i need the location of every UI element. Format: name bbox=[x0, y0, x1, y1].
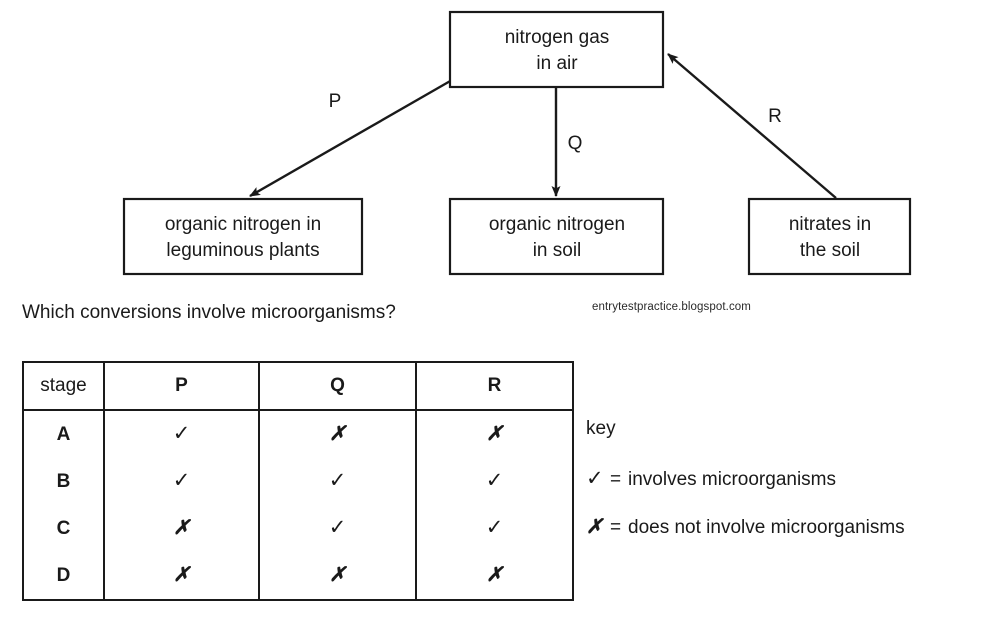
table-row[interactable]: D ✗ ✗ ✗ bbox=[22, 552, 574, 601]
box-organic-soil-line1: organic nitrogen bbox=[489, 214, 625, 235]
watermark-text: entrytestpractice.blogspot.com bbox=[592, 301, 751, 313]
arrow-p-line bbox=[249, 78, 453, 198]
row-c-r: ✓ bbox=[415, 505, 574, 552]
row-c-p: ✗ bbox=[103, 505, 260, 552]
answer-options-table: stage P Q R A ✓ ✗ ✗ B ✓ ✓ ✓ C ✗ ✓ bbox=[22, 361, 574, 601]
mark-cross: ✗ bbox=[329, 422, 346, 445]
box-nitrates-line2: the soil bbox=[800, 240, 860, 261]
table-row[interactable]: B ✓ ✓ ✓ bbox=[22, 458, 574, 505]
arrow-p-label: P bbox=[329, 91, 342, 112]
mark-cross: ✗ bbox=[486, 422, 503, 445]
box-nitrates-soil: nitrates in the soil bbox=[747, 197, 912, 276]
key-entry-cross: ✗ = does not involve microorganisms bbox=[586, 514, 905, 539]
row-d-r: ✗ bbox=[415, 552, 574, 601]
row-c-q: ✓ bbox=[258, 505, 417, 552]
row-b-p: ✓ bbox=[103, 458, 260, 505]
mark-tick: ✓ bbox=[485, 516, 504, 539]
row-a-stage: A bbox=[22, 410, 105, 458]
box-nitrogen-gas: nitrogen gas in air bbox=[448, 10, 665, 89]
row-b-stage: B bbox=[22, 458, 105, 505]
key-title: key bbox=[586, 418, 616, 439]
row-b-r: ✓ bbox=[415, 458, 574, 505]
table-row[interactable]: C ✗ ✓ ✓ bbox=[22, 505, 574, 552]
box-nitrogen-gas-line2: in air bbox=[536, 53, 578, 74]
mark-tick: ✓ bbox=[328, 469, 347, 492]
tick-icon: ✓ bbox=[586, 467, 604, 490]
arrow-r-label: R bbox=[768, 106, 782, 127]
header-p: P bbox=[103, 361, 260, 411]
row-a-r: ✗ bbox=[415, 410, 574, 458]
row-d-stage: D bbox=[22, 552, 105, 601]
box-leguminous-line2: leguminous plants bbox=[166, 240, 319, 261]
row-a-p: ✓ bbox=[103, 410, 260, 458]
mark-tick: ✓ bbox=[485, 469, 504, 492]
mark-cross: ✗ bbox=[173, 563, 190, 586]
row-d-p: ✗ bbox=[103, 552, 260, 601]
key-entry-tick: ✓ = involves microorganisms bbox=[586, 466, 905, 491]
mark-cross: ✗ bbox=[486, 563, 503, 586]
mark-tick: ✓ bbox=[172, 469, 191, 492]
row-b-q: ✓ bbox=[258, 458, 417, 505]
arrow-q-label: Q bbox=[568, 133, 583, 154]
box-organic-soil-line2: in soil bbox=[533, 240, 582, 261]
table-header-row: stage P Q R bbox=[22, 361, 574, 411]
arrow-r-line bbox=[667, 53, 837, 199]
header-q: Q bbox=[258, 361, 417, 411]
box-organic-nitrogen-leguminous: organic nitrogen in leguminous plants bbox=[122, 197, 364, 276]
row-d-q: ✗ bbox=[258, 552, 417, 601]
key-equals: = bbox=[610, 469, 622, 490]
cross-icon: ✗ bbox=[586, 516, 603, 538]
key-entry-cross-label: does not involve microorganisms bbox=[628, 517, 905, 538]
box-organic-nitrogen-soil: organic nitrogen in soil bbox=[448, 197, 665, 276]
row-c-stage: C bbox=[22, 505, 105, 552]
key-legend: key ✓ = involves microorganisms ✗ = does… bbox=[586, 418, 905, 562]
mark-cross: ✗ bbox=[329, 563, 346, 586]
key-equals: = bbox=[610, 517, 622, 538]
mark-tick: ✓ bbox=[172, 422, 191, 445]
box-leguminous-line1: organic nitrogen in bbox=[165, 214, 321, 235]
nitrogen-cycle-diagram: P Q R nitrogen gas in air organic nitrog… bbox=[122, 10, 912, 276]
header-stage: stage bbox=[22, 361, 105, 411]
question-prompt: Which conversions involve microorganisms… bbox=[22, 302, 396, 323]
mark-tick: ✓ bbox=[328, 516, 347, 539]
box-nitrates-line1: nitrates in bbox=[789, 214, 871, 235]
box-nitrogen-gas-line1: nitrogen gas bbox=[505, 27, 610, 48]
key-entry-tick-label: involves microorganisms bbox=[628, 469, 837, 490]
mark-cross: ✗ bbox=[173, 516, 190, 539]
row-a-q: ✗ bbox=[258, 410, 417, 458]
header-r: R bbox=[415, 361, 574, 411]
table-row[interactable]: A ✓ ✗ ✗ bbox=[22, 410, 574, 458]
